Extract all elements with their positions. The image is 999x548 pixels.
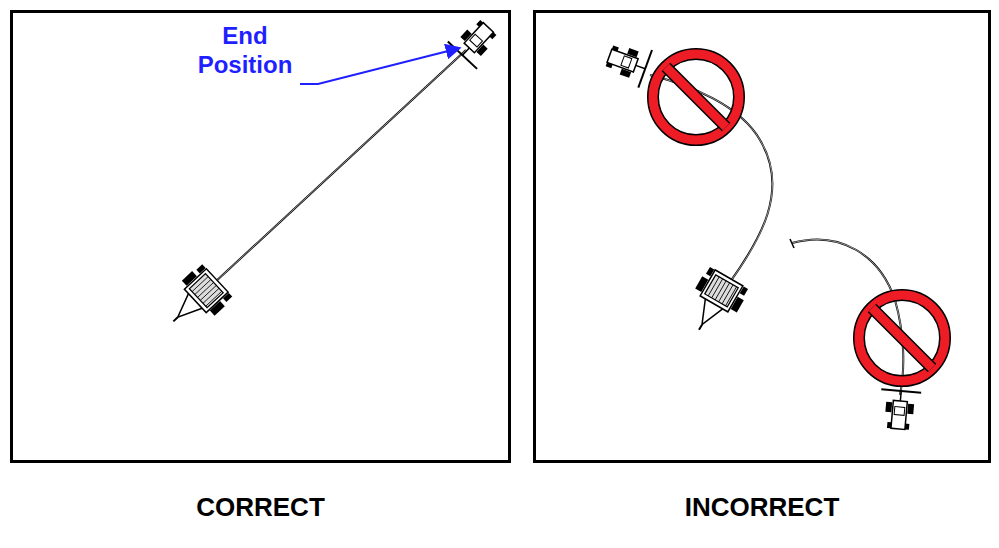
hose-line [214,50,466,283]
panel-frame: INCORRECT [533,10,991,463]
tractor [448,14,503,69]
hose-line [214,50,466,283]
panel-frame: CORRECT [10,10,511,463]
hose-reel-cart [678,266,750,342]
panel-caption: INCORRECT [536,492,988,523]
callout-label: End Position [183,22,307,80]
panel-caption: CORRECT [13,492,508,523]
hose-end [790,239,794,248]
hose-reel-cart [157,263,234,339]
tractor [603,37,652,88]
prohibition-sign [859,295,945,381]
tractor [878,389,921,430]
prohibition-sign [653,54,739,140]
leader-arrow [300,48,460,84]
